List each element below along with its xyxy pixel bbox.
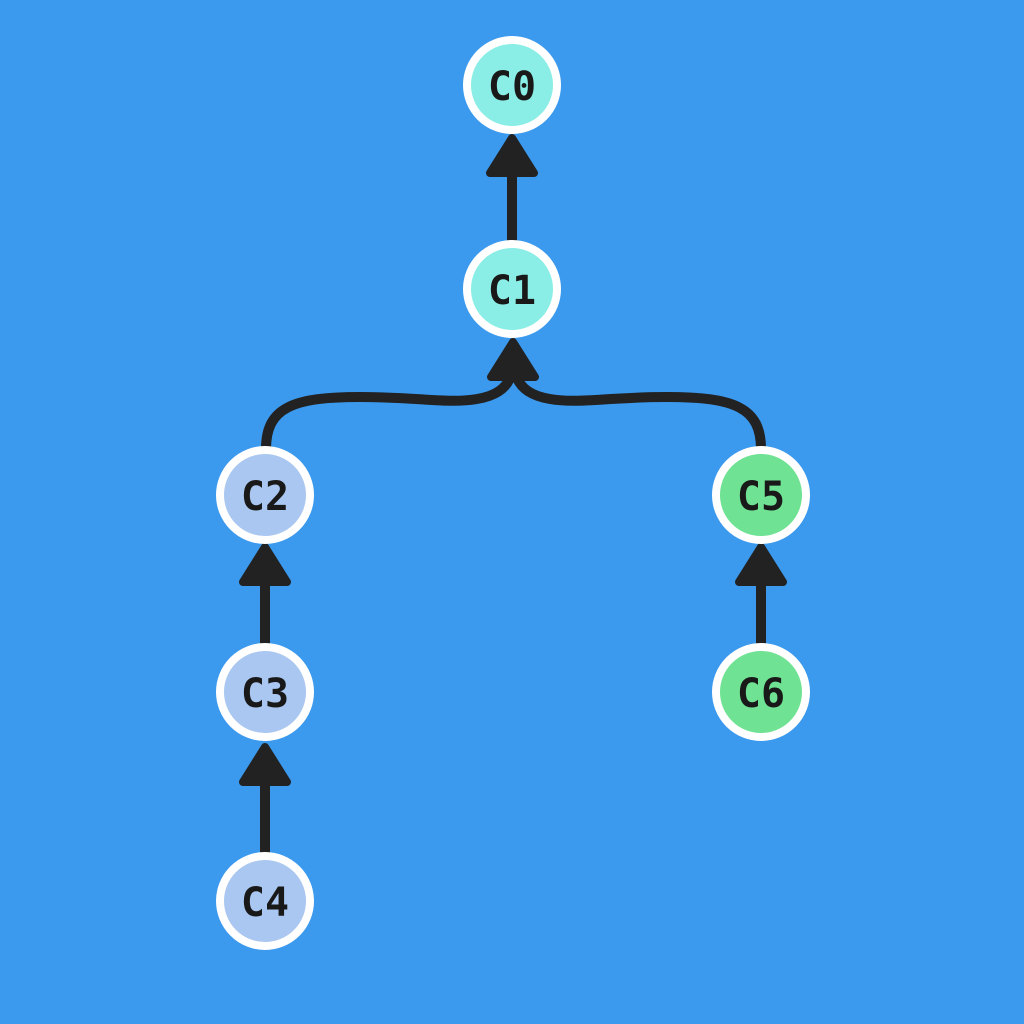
arrowhead-up-icon (735, 543, 787, 586)
commit-node-c6-label: C6 (737, 671, 785, 717)
commit-node-c1: C1 (463, 240, 561, 338)
commit-node-c5-circle (712, 446, 810, 544)
edge-c6-c5 (735, 543, 787, 651)
commit-node-c0-label: C0 (488, 64, 536, 110)
commit-node-c3: C3 (216, 643, 314, 741)
commit-node-c5: C5 (712, 446, 810, 544)
commit-node-c0-circle (463, 36, 561, 134)
edge-c1-c0 (486, 134, 538, 245)
commit-node-c4: C4 (216, 852, 314, 950)
arrowhead-up-icon (239, 743, 291, 786)
commit-node-c6: C6 (712, 643, 810, 741)
commit-node-c3-circle (216, 643, 314, 741)
arrowhead-up-icon (486, 134, 538, 177)
commit-node-c1-circle (463, 240, 561, 338)
edge-c4-c3 (239, 743, 291, 859)
commit-node-c0: C0 (463, 36, 561, 134)
edge-c5-c1 (487, 338, 766, 454)
commit-node-c5-label: C5 (737, 474, 785, 520)
commit-node-c4-circle (216, 852, 314, 950)
edge-c3-c2 (239, 543, 291, 651)
commit-node-c3-label: C3 (241, 671, 289, 717)
edge-c2-c1-curve (261, 371, 516, 454)
edge-c2-c1 (261, 371, 516, 454)
commit-node-c6-circle (712, 643, 810, 741)
commit-node-c2: C2 (216, 446, 314, 544)
arrowhead-up-icon (487, 338, 539, 381)
commit-node-c2-circle (216, 446, 314, 544)
commit-node-c4-label: C4 (241, 880, 289, 926)
commit-node-c2-label: C2 (241, 474, 289, 520)
edges (239, 134, 787, 859)
nodes: C0 C1 C2 C3 C4 C5 (216, 36, 810, 950)
arrowhead-up-icon (239, 543, 291, 586)
edge-c5-c1-curve (511, 371, 766, 454)
commit-node-c1-label: C1 (488, 268, 536, 314)
